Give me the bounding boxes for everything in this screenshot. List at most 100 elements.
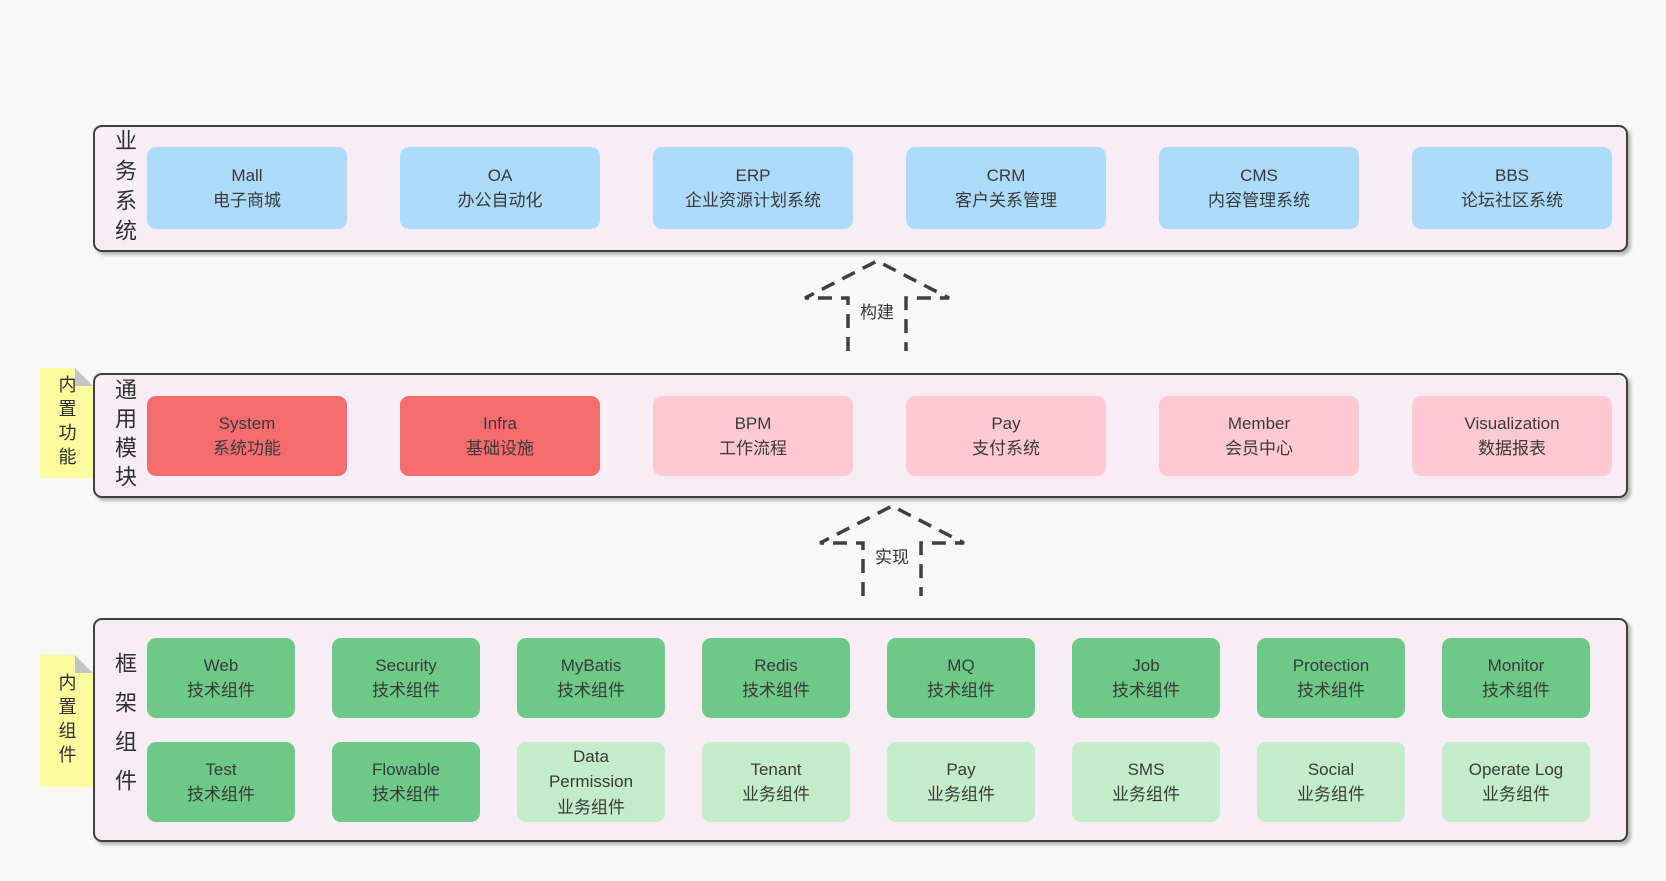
implement-arrow: 实现 [817,503,967,598]
component-type: 业务组件 [742,785,810,804]
sticky-note-common-modules: 内置功能 [40,368,93,478]
component-type: 电子商城 [213,191,281,210]
box-framework-components-job: Job 技术组件 [1072,638,1220,718]
component-name: ERP [735,165,771,185]
build-arrow: 构建 [802,258,952,353]
box-framework-components-data-permission: Data Permission 业务组件 [517,742,665,822]
component-name: Web [203,655,239,675]
box-framework-components-monitor: Monitor 技术组件 [1442,638,1590,718]
layer-rows-common-modules: System 系统功能 Infra 基础设施 BPM 工作流程 Pay 支付系统 Member 会… [147,396,1612,476]
component-type: 技术组件 [372,785,440,804]
component-name: System [218,413,276,433]
box-business-systems-bbs: BBS 论坛社区系统 [1412,147,1612,229]
box-common-modules-infra: Infra 基础设施 [400,396,600,476]
component-name: Redis [754,655,798,675]
component-type: 技术组件 [1112,681,1180,700]
component-type: 技术组件 [927,681,995,700]
component-name: MyBatis [560,655,622,675]
component-type: 论坛社区系统 [1461,191,1563,210]
component-type: 业务组件 [1112,785,1180,804]
component-name: Infra [482,413,518,433]
box-common-modules-visualization: Visualization 数据报表 [1412,396,1612,476]
component-type: 技术组件 [742,681,810,700]
component-type: 业务组件 [1482,785,1550,804]
box-business-systems-crm: CRM 客户关系管理 [906,147,1106,229]
component-type: 技术组件 [1482,681,1550,700]
box-framework-components-social: Social 业务组件 [1257,742,1405,822]
box-framework-components-flowable: Flowable 技术组件 [332,742,480,822]
component-type: 技术组件 [187,785,255,804]
component-row: Test 技术组件 Flowable 技术组件 Data Permission 业务组件 T… [147,742,1590,822]
component-name: Operate Log [1468,759,1564,779]
folded-corner-icon [75,655,93,673]
component-name: BBS [1494,165,1530,185]
box-framework-components-test: Test 技术组件 [147,742,295,822]
component-type: 工作流程 [719,439,787,458]
box-common-modules-bpm: BPM 工作流程 [653,396,853,476]
component-name: Test [205,759,237,779]
component-type: 技术组件 [372,681,440,700]
box-framework-components-security: Security 技术组件 [332,638,480,718]
component-name: Member [1227,413,1291,433]
box-framework-components-redis: Redis 技术组件 [702,638,850,718]
component-name: Social [1307,759,1355,779]
component-type: 办公自动化 [457,191,543,210]
folded-corner-icon [75,368,93,386]
layer-label-framework-components: 框架组件 [112,652,137,808]
component-type: 支付系统 [972,439,1040,458]
component-type: 基础设施 [466,439,534,458]
layer-label-common-modules: 通用模块 [112,377,137,494]
component-name: Data Permission [548,746,634,792]
component-name: Monitor [1487,655,1545,675]
box-business-systems-mall: Mall 电子商城 [147,147,347,229]
component-type: 业务组件 [557,797,625,817]
component-name: Flowable [371,759,441,779]
component-name: Visualization [1464,413,1560,433]
up-arrow-icon [819,504,965,596]
component-name: Security [375,655,437,675]
arrow-label-build: 构建 [857,298,897,323]
box-framework-components-mybatis: MyBatis 技术组件 [517,638,665,718]
layer-panel-framework-components: 框架组件 Web 技术组件 Security 技术组件 MyBatis 技术组件 Redis 技… [93,618,1628,842]
component-type: 技术组件 [557,681,625,700]
component-type: 客户关系管理 [955,191,1057,210]
component-type: 数据报表 [1478,439,1546,458]
component-name: Job [1132,655,1160,675]
box-business-systems-oa: OA 办公自动化 [400,147,600,229]
sticky-note-label: 内置功能 [56,375,77,471]
component-name: CMS [1240,165,1278,185]
box-common-modules-pay: Pay 支付系统 [906,396,1106,476]
component-name: CRM [986,165,1026,185]
component-row: System 系统功能 Infra 基础设施 BPM 工作流程 Pay 支付系统 Member 会… [147,396,1612,476]
component-type: 业务组件 [1297,785,1365,804]
component-name: SMS [1127,759,1165,779]
sticky-note-framework-components: 内置组件 [40,655,93,787]
component-type: 技术组件 [1297,681,1365,700]
component-name: Pay [991,413,1021,433]
component-type: 系统功能 [213,439,281,458]
component-type: 会员中心 [1225,439,1293,458]
component-name: Mall [231,165,263,185]
layer-panel-common-modules: 通用模块 System 系统功能 Infra 基础设施 BPM 工作流程 Pay 支付系统 Mem… [93,373,1628,498]
sticky-note-label: 内置组件 [56,673,77,769]
component-name: BPM [734,413,772,433]
layer-label-business-systems: 业务系统 [112,128,137,249]
box-framework-components-operate-log: Operate Log 业务组件 [1442,742,1590,822]
component-name: OA [487,165,513,185]
box-framework-components-sms: SMS 业务组件 [1072,742,1220,822]
arrow-label-implement: 实现 [872,543,912,568]
component-name: Pay [946,759,976,779]
box-common-modules-system: System 系统功能 [147,396,347,476]
component-name: Tenant [750,759,802,779]
